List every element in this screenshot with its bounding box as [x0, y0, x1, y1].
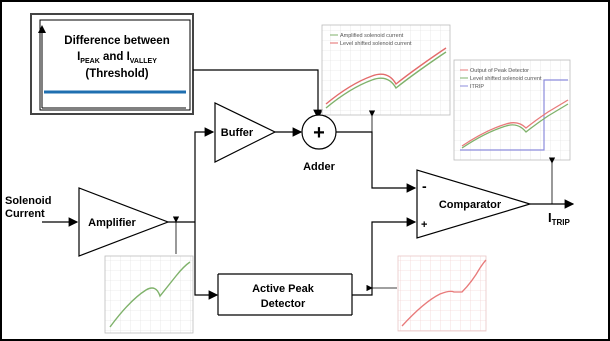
buffer-label: Buffer — [221, 127, 254, 139]
peak-detector-label-1: Active Peak — [252, 283, 315, 295]
comparator-legend-3: ITRIP — [470, 84, 484, 90]
comparator-shifted-trace — [461, 103, 569, 149]
amplifier-trace — [109, 261, 191, 328]
to-peak-detector-wire — [194, 222, 219, 300]
threshold-title-line3: (Threshold) — [85, 68, 148, 80]
threshold-box: Difference between IPEAK and IVALLEY (Th… — [30, 13, 194, 115]
peak-detector-label-2: Detector — [261, 298, 306, 310]
peak-detector-waveform-plot — [397, 255, 487, 332]
peak-to-comparator-wire — [352, 217, 417, 296]
solenoid-label-1: Solenoid — [5, 195, 51, 207]
comparator-legend-1: Output of Peak Detector — [470, 68, 529, 74]
comparator-label: Comparator — [439, 199, 502, 211]
comparator-block — [416, 169, 533, 239]
adder-amplified-trace — [325, 51, 447, 109]
buffer-block — [214, 102, 277, 163]
threshold-title-line1: Difference between — [64, 35, 169, 47]
adder-to-comparator-wire — [336, 131, 417, 193]
amplifier-block — [78, 187, 170, 257]
adder-legend-2: Level shifted solenoid current — [340, 41, 412, 47]
comparator-legend-2: Level shifted solenoid current — [470, 76, 542, 82]
peak-detector-trace — [401, 259, 487, 327]
amplifier-label: Amplifier — [88, 217, 136, 229]
adder-legend-1: Amplified solenoid current — [340, 33, 404, 39]
solenoid-label-2: Current — [5, 208, 45, 220]
adder-shifted-trace — [325, 47, 447, 105]
adder-label: Adder — [303, 161, 336, 173]
to-buffer-wire — [194, 127, 215, 222]
comparator-peak-trace — [461, 99, 569, 147]
adder-symbol: + — [313, 122, 325, 144]
adder-waveform-plot: Amplified solenoid current Level shifted… — [321, 24, 451, 116]
amplifier-waveform-plot — [104, 255, 194, 334]
threshold-title-line2: IPEAK and IVALLEY — [77, 51, 157, 65]
comparator-minus: - — [422, 178, 427, 194]
comparator-plus: + — [421, 219, 427, 231]
threshold-to-adder-wire — [193, 69, 323, 120]
itrip-label: ITRIP — [548, 210, 571, 227]
comparator-waveform-plot: Output of Peak Detector Level shifted so… — [453, 59, 571, 161]
